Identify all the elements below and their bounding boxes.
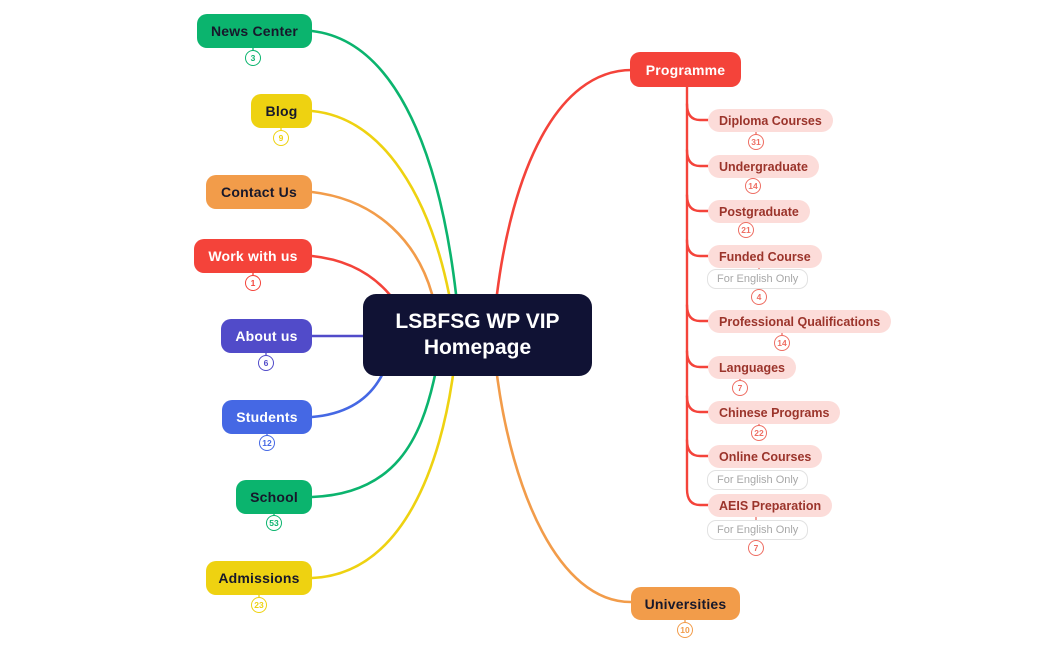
badge-languages[interactable]: 7: [732, 380, 748, 396]
node-aeis-preparation[interactable]: AEIS Preparation: [708, 494, 833, 517]
node-about-us[interactable]: About us: [221, 319, 312, 353]
node-admissions[interactable]: Admissions: [206, 561, 312, 595]
node-languages[interactable]: Languages: [708, 356, 796, 379]
node-chinese-programs[interactable]: Chinese Programs: [708, 401, 841, 424]
connector-work-with-us: [310, 254, 392, 297]
badge-professional-qualifications[interactable]: 14: [774, 335, 790, 351]
badge-chinese-programs[interactable]: 22: [751, 425, 767, 441]
badge-about-us[interactable]: 6: [258, 355, 274, 371]
badge-work-with-us[interactable]: 1: [245, 275, 261, 291]
node-online-courses[interactable]: Online Courses: [708, 445, 823, 468]
connector-professional-qualifications: [685, 303, 710, 323]
badge-admissions[interactable]: 23: [251, 597, 267, 613]
connector-postgraduate: [685, 193, 710, 213]
note-funded-course-english-only: For English Only: [707, 269, 809, 289]
connector-programme: [495, 68, 634, 296]
root-node[interactable]: LSBFSG WP VIP Homepage: [363, 294, 592, 376]
node-students[interactable]: Students: [222, 400, 312, 434]
node-funded-course[interactable]: Funded Course: [708, 245, 822, 268]
node-professional-qualifications[interactable]: Professional Qualifications: [708, 310, 892, 333]
connector-blog: [310, 109, 451, 296]
badge-funded-course[interactable]: 4: [751, 289, 767, 305]
badge-blog[interactable]: 9: [273, 130, 289, 146]
badge-news-center[interactable]: 3: [245, 50, 261, 66]
note-online-courses-english-only: For English Only: [707, 470, 809, 490]
badge-school[interactable]: 53: [266, 515, 282, 531]
connector-students: [310, 373, 384, 419]
node-blog[interactable]: Blog: [251, 94, 312, 128]
node-universities[interactable]: Universities: [631, 587, 740, 620]
node-contact-us[interactable]: Contact Us: [206, 175, 312, 209]
connector-contact-us: [310, 190, 434, 296]
badge-diploma-courses[interactable]: 31: [748, 134, 764, 150]
badge-students[interactable]: 12: [259, 435, 275, 451]
connector-universities: [495, 373, 633, 604]
node-undergraduate[interactable]: Undergraduate: [708, 155, 819, 178]
connector-news-center: [310, 29, 458, 296]
badge-undergraduate[interactable]: 14: [745, 178, 761, 194]
connector-undergraduate: [685, 148, 710, 168]
node-programme[interactable]: Programme: [630, 52, 741, 87]
connector-chinese-programs: [685, 394, 710, 414]
connector-online-courses: [685, 438, 710, 458]
node-school[interactable]: School: [236, 480, 312, 514]
node-work-with-us[interactable]: Work with us: [194, 239, 312, 273]
badge-aeis-preparation[interactable]: 7: [748, 540, 764, 556]
node-news-center[interactable]: News Center: [197, 14, 312, 48]
connector-programme-trunk: [685, 85, 710, 507]
badge-universities[interactable]: 10: [677, 622, 693, 638]
connector-languages: [685, 349, 710, 369]
connector-funded-course: [685, 238, 710, 258]
node-postgraduate[interactable]: Postgraduate: [708, 200, 810, 223]
connector-school: [310, 373, 437, 499]
note-aeis-preparation-english-only: For English Only: [707, 520, 809, 540]
node-diploma-courses[interactable]: Diploma Courses: [708, 109, 833, 132]
badge-postgraduate[interactable]: 21: [738, 222, 754, 238]
connector-diploma-courses: [685, 102, 710, 122]
connector-admissions: [310, 373, 455, 580]
